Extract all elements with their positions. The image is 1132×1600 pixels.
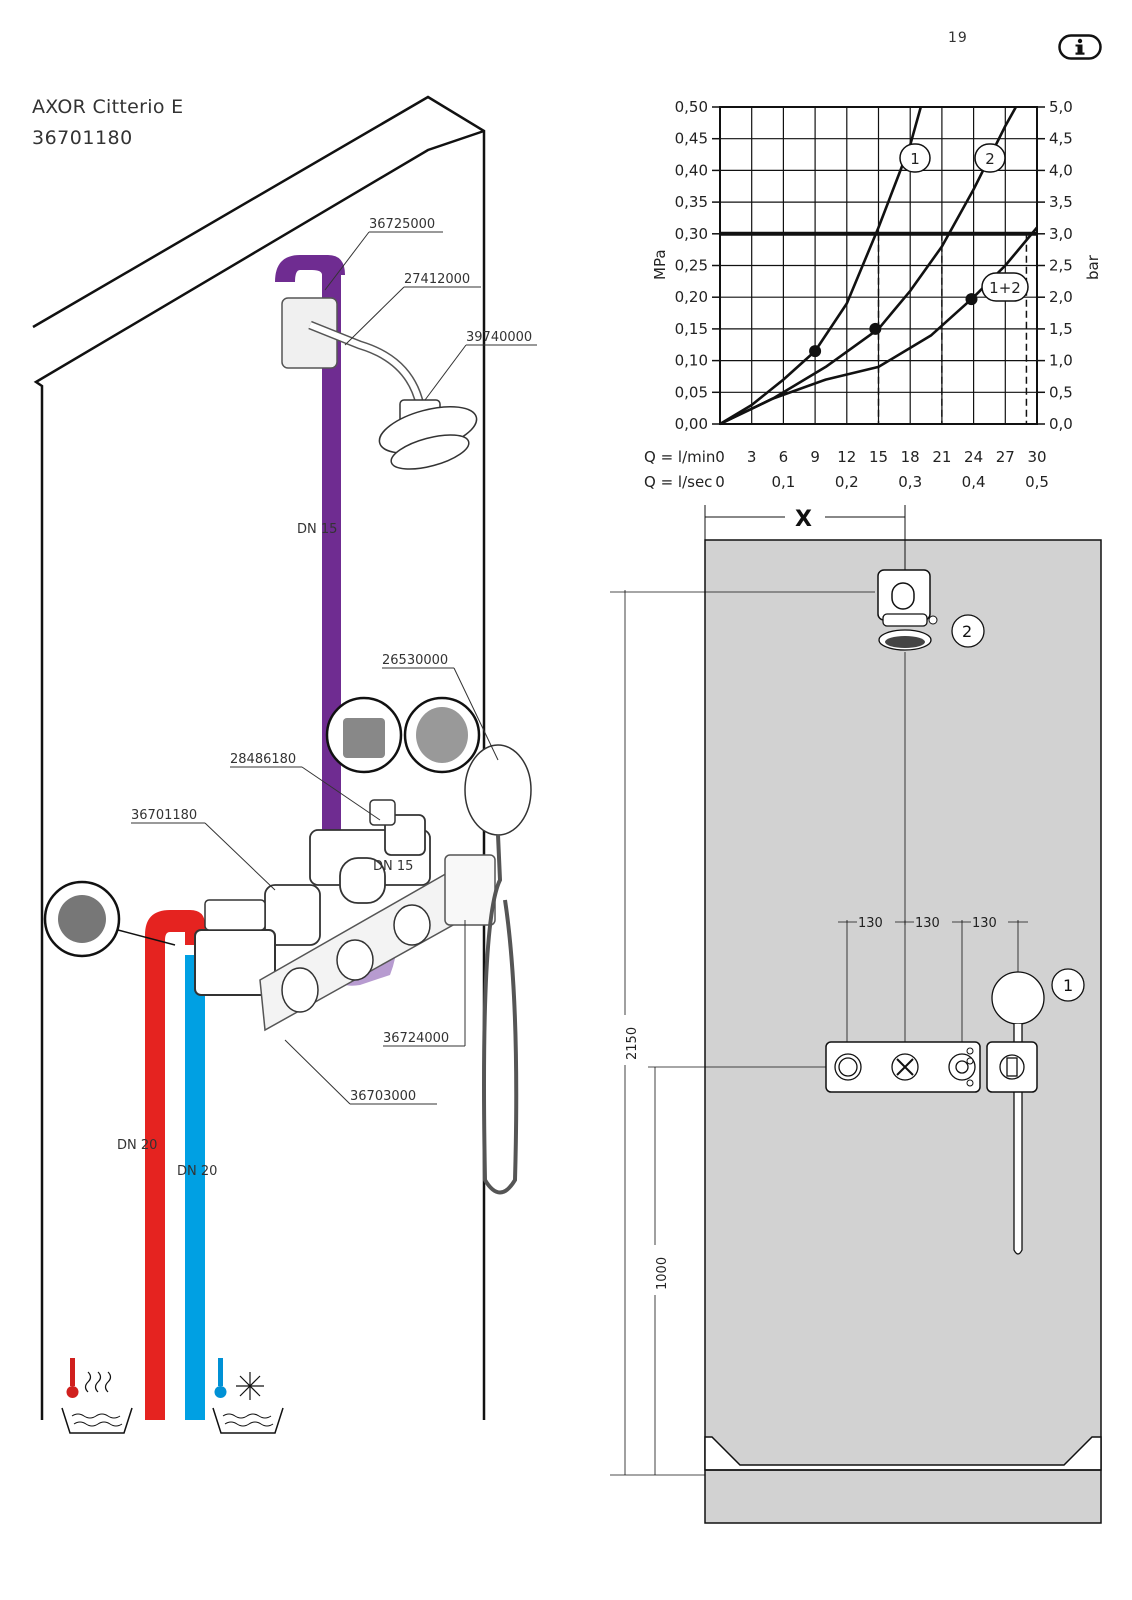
x-tick-label-lsec: 0,5 <box>1025 473 1049 491</box>
y-tick-label-left: 0,05 <box>675 383 708 401</box>
y-tick-label-right: 2,0 <box>1049 288 1073 306</box>
part-label: 36703000 <box>350 1089 416 1104</box>
y-tick-label-right: 4,0 <box>1049 161 1073 179</box>
thermostat-knob <box>281 967 319 1013</box>
installation-diagram: 36725000 27412000 39740000 26530000 2848… <box>32 95 537 1434</box>
part-label: 36724000 <box>383 1031 449 1046</box>
y-tick-label-left: 0,40 <box>675 161 708 179</box>
y-tick-label-left: 0,00 <box>675 415 708 433</box>
x-tick-label-lmin: 15 <box>869 448 888 466</box>
part-label: 36725000 <box>369 217 435 232</box>
series-marker <box>965 293 978 306</box>
y-tick-label-left: 0,35 <box>675 193 708 211</box>
series-line-1+2 <box>719 226 1038 426</box>
spacing-label: 130 <box>972 916 997 931</box>
x-axis-label-lsec: Q = l/sec <box>644 473 712 491</box>
spacing-label: 130 <box>858 916 883 931</box>
x-tick-label-lmin: 18 <box>901 448 920 466</box>
spacing-label: 130 <box>915 916 940 931</box>
x-tick-label-lsec: 0,2 <box>835 473 859 491</box>
y-tick-label-right: 3,0 <box>1049 225 1073 243</box>
layout-diagram: X 2 130 130 130 <box>610 504 1102 1524</box>
page-number: 19 <box>948 30 968 46</box>
y-tick-label-right: 1,0 <box>1049 352 1073 370</box>
x-tick-label-lsec: 0,4 <box>962 473 986 491</box>
cold-pipe <box>185 955 205 1420</box>
part-label: 39740000 <box>466 330 532 345</box>
y-tick-label-left: 0,25 <box>675 257 708 275</box>
part-label: 26530000 <box>382 653 448 668</box>
y-axis-label-left: MPa <box>651 249 669 280</box>
height-label-control: 1000 <box>655 1257 670 1290</box>
height-label-total: 2150 <box>625 1027 640 1060</box>
y-tick-label-right: 1,5 <box>1049 320 1073 338</box>
y-tick-label-left: 0,10 <box>675 352 708 370</box>
series-label-badge <box>899 143 931 173</box>
hand-shower-head <box>464 744 532 836</box>
part-label: 28486180 <box>230 752 296 767</box>
x-tick-label-lsec: 0,3 <box>898 473 922 491</box>
y-axis-label-right: bar <box>1084 254 1102 280</box>
x-dimension-label: X <box>795 507 812 532</box>
hot-pipe-bend <box>145 910 205 1420</box>
y-tick-label-right: 0,0 <box>1049 415 1073 433</box>
series-marker <box>809 345 822 358</box>
holder-plate <box>444 854 496 926</box>
overhead-shower-front <box>877 569 938 651</box>
x-tick-label-lmin: 6 <box>779 448 789 466</box>
x-tick-label-lmin: 27 <box>996 448 1015 466</box>
x-tick-label-lmin: 3 <box>747 448 757 466</box>
info-icon <box>1058 34 1102 60</box>
product-number: 36701180 <box>32 127 133 149</box>
x-tick-label-lmin: 24 <box>964 448 983 466</box>
product-name: AXOR Citterio E <box>32 96 184 118</box>
series-label: 1 <box>910 150 920 168</box>
x-axis-label-lmin: Q = l/min <box>644 448 715 466</box>
y-tick-label-right: 0,5 <box>1049 383 1073 401</box>
x-tick-label-lsec: 0 <box>715 473 725 491</box>
part-label: 36701180 <box>131 808 197 823</box>
cross-handle <box>336 939 374 981</box>
part-label: 27412000 <box>404 272 470 287</box>
mixer-body <box>194 799 431 996</box>
x-tick-label-lmin: 0 <box>715 448 725 466</box>
pipe-label-mixed-top: DN 15 <box>297 522 337 537</box>
pipe-label-hot: DN 20 <box>117 1138 157 1153</box>
y-tick-label-left: 0,50 <box>675 98 708 116</box>
mixed-pipe-elbow <box>275 255 345 282</box>
y-tick-label-left: 0,15 <box>675 320 708 338</box>
y-tick-label-right: 4,5 <box>1049 130 1073 148</box>
x-tick-label-lsec: 0,1 <box>771 473 795 491</box>
y-tick-label-right: 2,5 <box>1049 257 1073 275</box>
series-label-badge <box>974 143 1006 173</box>
callout-2-label: 2 <box>962 622 972 641</box>
x-tick-label-lmin: 9 <box>810 448 820 466</box>
cold-water-icon <box>212 1358 284 1434</box>
callout-1-label: 1 <box>1063 976 1073 995</box>
wall-edge <box>33 129 485 1420</box>
series-marker <box>869 322 882 335</box>
hand-shower-hose <box>482 834 519 1195</box>
overhead-shower <box>378 399 478 470</box>
y-tick-label-right: 5,0 <box>1049 98 1073 116</box>
x-tick-label-lmin: 30 <box>1027 448 1046 466</box>
hot-water-icon <box>61 1358 133 1434</box>
wall-panel <box>704 539 1102 1524</box>
x-tick-label-lmin: 21 <box>932 448 951 466</box>
y-tick-label-left: 0,45 <box>675 130 708 148</box>
pipe-label-mixed-body: DN 15 <box>373 859 413 874</box>
series-label-badge <box>981 272 1029 302</box>
series-label: 1+2 <box>989 279 1021 297</box>
callout-1 <box>1051 968 1085 1002</box>
pipe-label-cold: DN 20 <box>177 1164 217 1179</box>
y-tick-label-left: 0,20 <box>675 288 708 306</box>
x-tick-label-lmin: 12 <box>837 448 856 466</box>
series-label: 2 <box>985 150 995 168</box>
callout-2 <box>951 614 985 648</box>
y-tick-label-left: 0,30 <box>675 225 708 243</box>
y-tick-label-right: 3,5 <box>1049 193 1073 211</box>
control-plate <box>825 1041 1038 1093</box>
diverter-knob <box>393 904 431 946</box>
